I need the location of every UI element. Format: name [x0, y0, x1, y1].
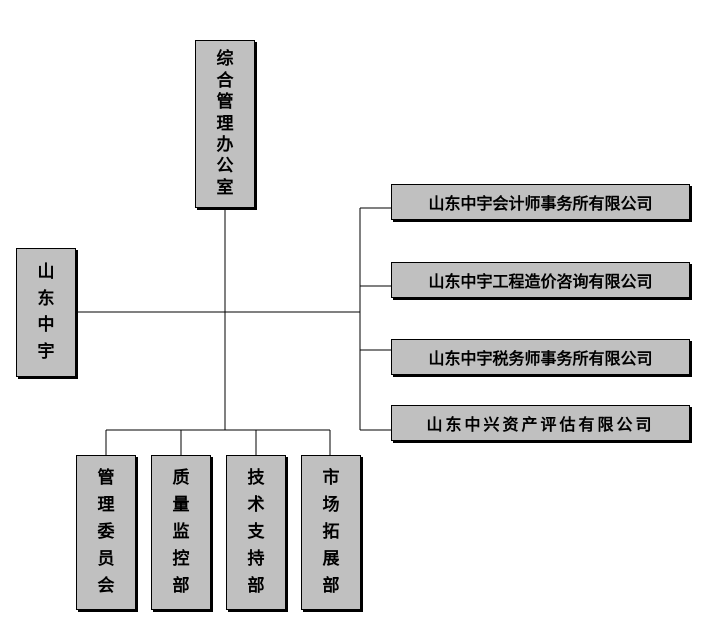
node-char: 中: [37, 315, 55, 336]
node-char: 会: [97, 576, 115, 596]
node-char: 公: [216, 156, 234, 177]
node-char: 支: [247, 522, 265, 542]
node-char: 员: [97, 549, 115, 569]
node-company-2: 山东中宇工程造价咨询有限公司: [391, 262, 690, 298]
node-char: 理: [97, 495, 115, 515]
node-company-4: 山东中兴资产评估有限公司: [391, 405, 690, 441]
node-char: 拓: [322, 522, 340, 542]
node-char: 管: [216, 92, 234, 113]
node-char: 场: [322, 495, 340, 515]
node-char: 东: [37, 288, 55, 309]
node-char: 市: [322, 468, 340, 488]
node-char: 质: [172, 468, 190, 488]
node-char: 技: [247, 468, 265, 488]
node-char: 持: [247, 549, 265, 569]
node-company-3: 山东中宇税务师事务所有限公司: [391, 339, 690, 375]
node-char: 办: [216, 134, 234, 155]
node-char: 山: [37, 262, 55, 283]
node-char: 管: [97, 468, 115, 488]
node-char: 部: [172, 576, 190, 596]
node-dept-3: 技术支持部: [226, 455, 286, 610]
node-char: 综: [216, 49, 234, 70]
node-dept-4: 市场拓展部: [301, 455, 361, 610]
node-dept-1: 管理委员会: [76, 455, 136, 610]
node-dept-2: 质量监控部: [151, 455, 211, 610]
node-char: 宇: [37, 341, 55, 362]
node-office: 综合管理办公室: [195, 40, 255, 208]
node-company-1: 山东中宇会计师事务所有限公司: [391, 184, 690, 220]
node-center: 山东中宇: [16, 248, 76, 377]
node-char: 术: [247, 495, 265, 515]
node-char: 部: [247, 576, 265, 596]
node-char: 监: [172, 522, 190, 542]
node-char: 委: [97, 522, 115, 542]
node-char: 理: [216, 113, 234, 134]
node-char: 部: [322, 576, 340, 596]
node-char: 室: [216, 177, 234, 198]
node-char: 展: [322, 549, 340, 569]
node-char: 控: [172, 549, 190, 569]
node-char: 量: [172, 495, 190, 515]
node-char: 合: [216, 70, 234, 91]
